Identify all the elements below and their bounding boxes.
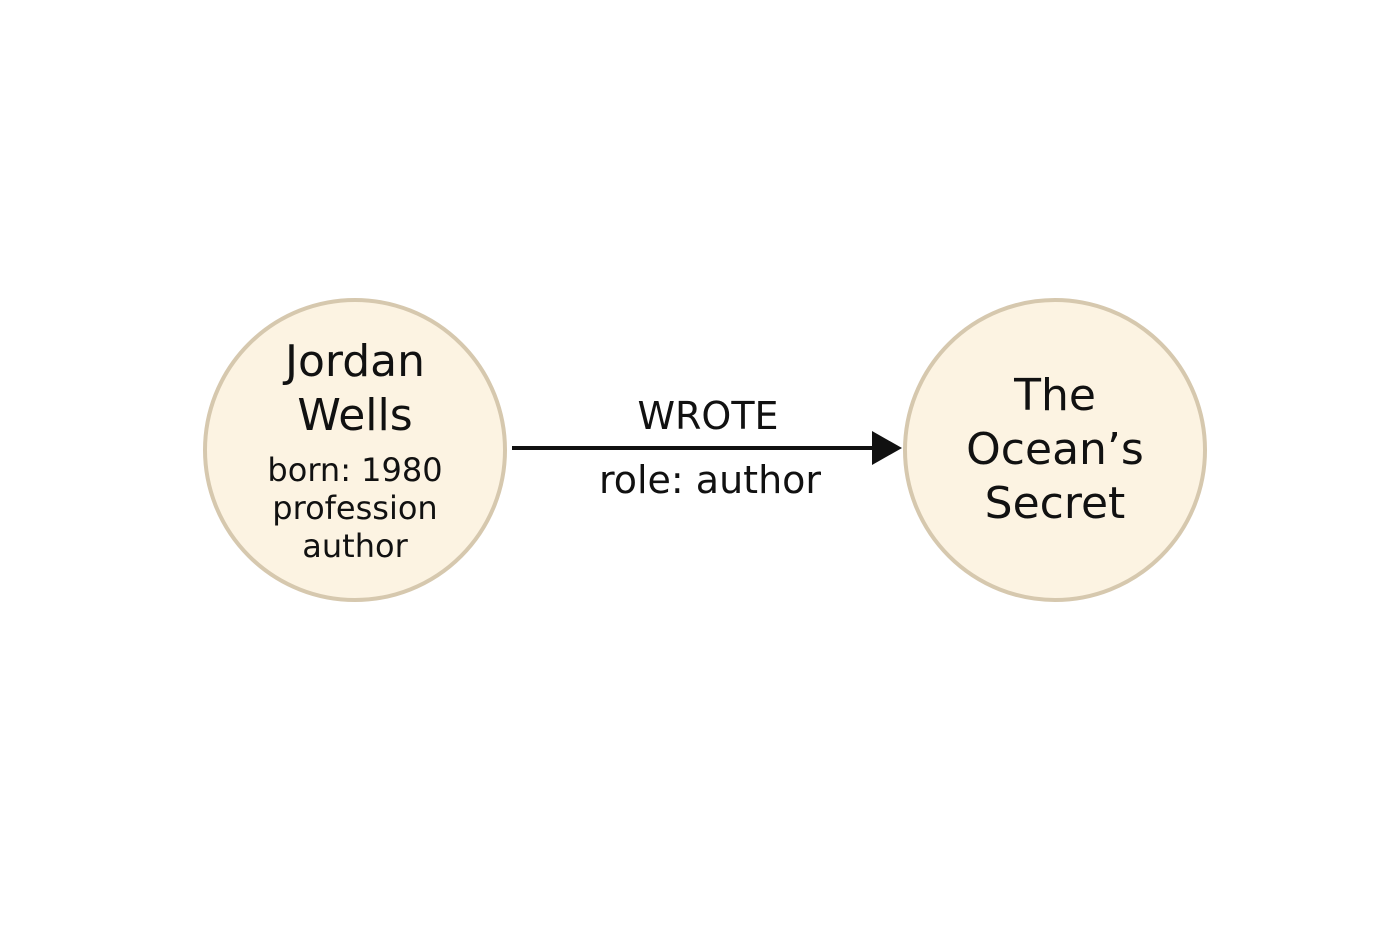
- node-author-name: Jordan Wells: [285, 336, 425, 441]
- node-author-prop: born: 1980: [267, 451, 443, 489]
- edge-property-label: role: author: [598, 458, 822, 502]
- edge-type-label: WROTE: [637, 394, 779, 438]
- node-the-oceans-secret[interactable]: The Ocean’s Secret: [903, 298, 1207, 602]
- node-jordan-wells[interactable]: Jordan Wells born: 1980 profession autho…: [203, 298, 507, 602]
- node-author-prop: author: [302, 527, 408, 565]
- arrowhead-icon: [872, 431, 902, 465]
- node-author-prop: profession: [272, 489, 438, 527]
- node-book-title: The Ocean’s Secret: [966, 370, 1144, 529]
